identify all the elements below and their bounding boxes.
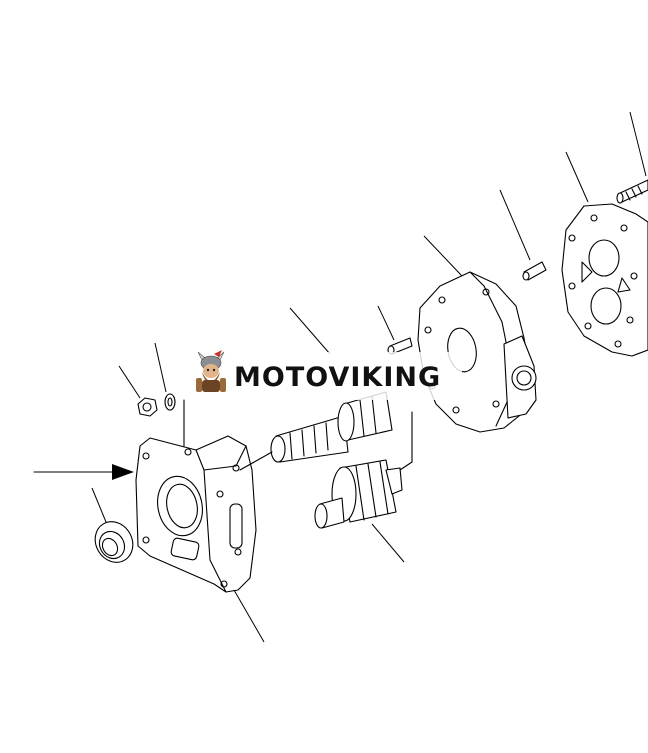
viking-mascot-icon [196, 350, 226, 392]
washer [154, 342, 176, 411]
direction-arrow [33, 464, 134, 480]
driven-gear [314, 411, 413, 563]
dowel-pin-upper [499, 189, 547, 281]
gear-case [417, 235, 537, 433]
dowel-pin [377, 305, 413, 355]
brand-name: MOTOVIKING [234, 362, 442, 393]
drive-gear-shaft [239, 307, 393, 471]
rear-plate [561, 151, 648, 357]
oil-seal [91, 487, 134, 563]
nut [118, 365, 158, 417]
stud-bolt [616, 111, 648, 204]
watermark-banner [186, 352, 462, 400]
front-cover [135, 399, 265, 643]
